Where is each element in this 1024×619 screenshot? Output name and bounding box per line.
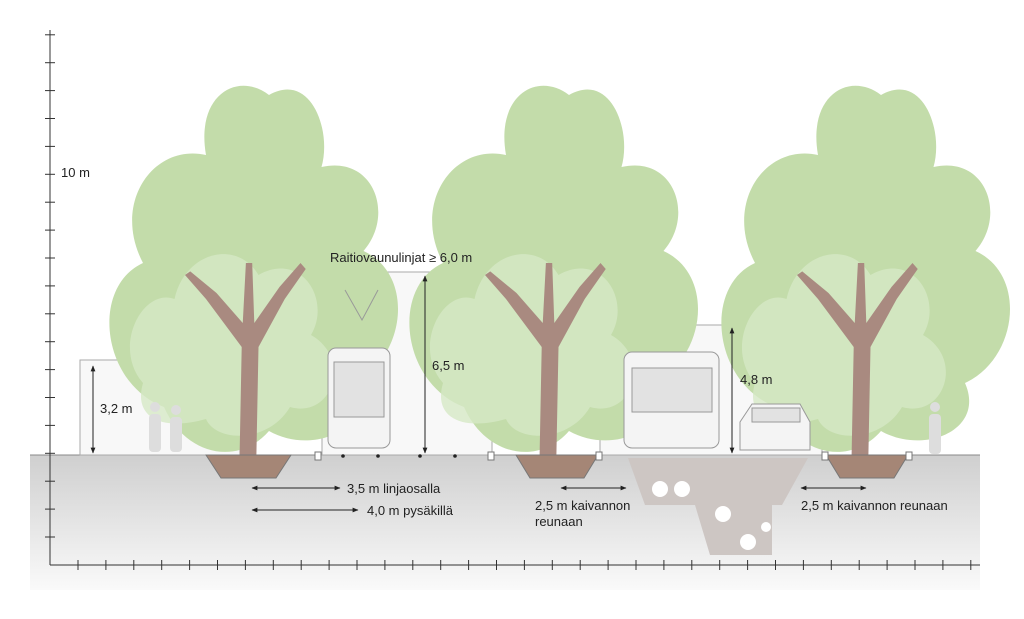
- curb-markers: [314, 451, 913, 461]
- bus: [623, 351, 720, 449]
- planting-pit-left: [205, 454, 292, 479]
- car: [739, 403, 811, 451]
- tram-stop-label: 4,0 m pysäkillä: [367, 503, 454, 518]
- pedestrians: [149, 402, 941, 454]
- road-clearance-label: 4,8 m: [740, 372, 773, 387]
- excavation-right-label: 2,5 m kaivannon reunaan: [801, 498, 948, 513]
- planting-pit-middle: [515, 454, 599, 479]
- tram-clearance-label: 6,5 m: [432, 358, 465, 373]
- tram-line-section-label: 3,5 m linjaosalla: [347, 481, 441, 496]
- tram: [327, 289, 391, 449]
- excavation-left-label-2: reunaan: [535, 514, 583, 529]
- tree-right: [721, 85, 1011, 456]
- planting-pit-right: [825, 454, 909, 479]
- excavation-left-label-1: 2,5 m kaivannon: [535, 498, 630, 513]
- sidewalk-clearance-label: 3,2 m: [100, 401, 133, 416]
- rail-markers: [341, 454, 457, 458]
- scale-axes: [45, 30, 980, 570]
- tram-lines-label: Raitiovaunulinjat ≥ 6,0 m: [330, 250, 472, 265]
- underground-pipes: [652, 481, 771, 550]
- ground: [30, 455, 980, 590]
- height-10m-label: 10 m: [61, 165, 90, 180]
